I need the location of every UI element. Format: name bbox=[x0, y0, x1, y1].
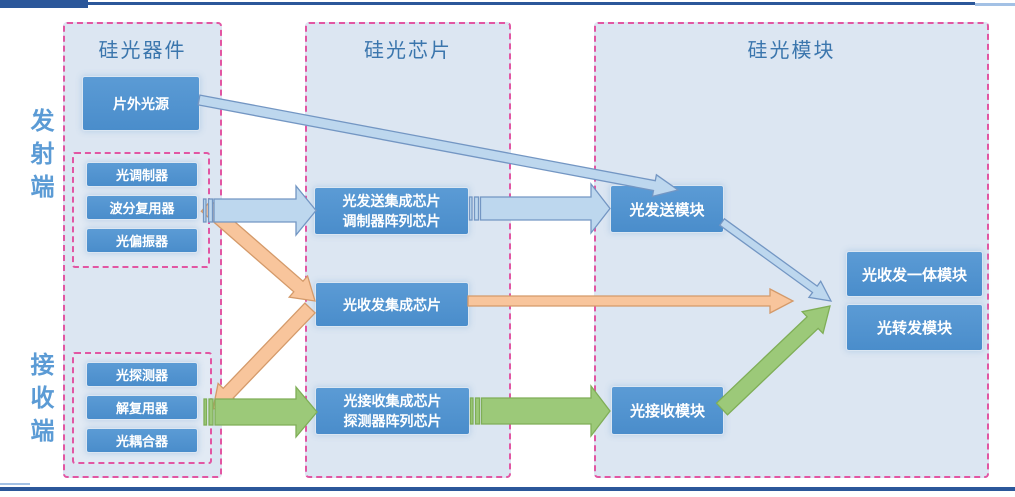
box-transponder-module-label: 光转发模块 bbox=[876, 320, 952, 337]
box-modulator-label: 光调制器 bbox=[115, 168, 168, 183]
box-polarizer: 光偏振器 bbox=[87, 229, 197, 252]
box-tx-integrated-chip-line1: 光发送集成芯片 bbox=[342, 193, 441, 209]
box-photodetector-label: 光探测器 bbox=[115, 368, 168, 383]
box-wdm-multiplexer: 波分复用器 bbox=[87, 196, 197, 219]
box-tx-module-label: 光发送模块 bbox=[629, 201, 705, 219]
box-tx-module: 光发送模块 bbox=[611, 186, 723, 232]
box-optical-coupler-label: 光耦合器 bbox=[115, 434, 168, 449]
box-rx-module: 光接收模块 bbox=[612, 387, 723, 434]
box-off-chip-light-source-label: 片外光源 bbox=[113, 95, 169, 112]
box-rx-module-label: 光接收模块 bbox=[629, 403, 705, 420]
box-rx-integrated-chip-line2: 探测器阵列芯片 bbox=[343, 413, 442, 429]
top-rule-light-segment bbox=[975, 3, 1015, 6]
column-modules-title: 硅光模块 bbox=[747, 40, 836, 62]
box-transceiver-integrated-chip-label: 光收发集成芯片 bbox=[343, 296, 441, 313]
side-label-transmit: 发射端 bbox=[26, 108, 53, 207]
box-modulator: 光调制器 bbox=[87, 163, 197, 186]
box-transceiver-module: 光收发一体模块 bbox=[847, 252, 982, 296]
box-demultiplexer-label: 解复用器 bbox=[115, 401, 168, 416]
arrow-transceiver-chip-to-demux bbox=[212, 302, 317, 410]
box-demultiplexer: 解复用器 bbox=[87, 396, 197, 419]
box-transceiver-module-label: 光收发一体模块 bbox=[861, 266, 967, 284]
bottom-rule bbox=[0, 487, 1015, 491]
column-chips-title: 硅光芯片 bbox=[364, 40, 452, 62]
box-tx-integrated-chip-line2: 调制器阵列芯片 bbox=[342, 213, 441, 229]
box-rx-integrated-chip-line1: 光接收集成芯片 bbox=[343, 393, 442, 409]
box-off-chip-light-source: 片外光源 bbox=[83, 77, 199, 130]
box-polarizer-label: 光偏振器 bbox=[115, 234, 168, 249]
bottom-rule-light-segment bbox=[0, 483, 30, 485]
side-label-receive: 接收端 bbox=[26, 352, 53, 451]
box-tx-integrated-chip: 光发送集成芯片 调制器阵列芯片 bbox=[315, 188, 468, 234]
box-transceiver-integrated-chip: 光收发集成芯片 bbox=[316, 283, 468, 326]
box-wdm-multiplexer-label: 波分复用器 bbox=[109, 201, 175, 216]
top-accent-bar bbox=[0, 0, 88, 8]
box-rx-integrated-chip: 光接收集成芯片 探测器阵列芯片 bbox=[316, 388, 469, 434]
box-optical-coupler: 光耦合器 bbox=[87, 429, 197, 452]
box-transponder-module: 光转发模块 bbox=[847, 305, 982, 350]
top-rule bbox=[0, 2, 975, 5]
column-devices-title: 硅光器件 bbox=[98, 40, 187, 62]
box-photodetector: 光探测器 bbox=[87, 363, 197, 386]
